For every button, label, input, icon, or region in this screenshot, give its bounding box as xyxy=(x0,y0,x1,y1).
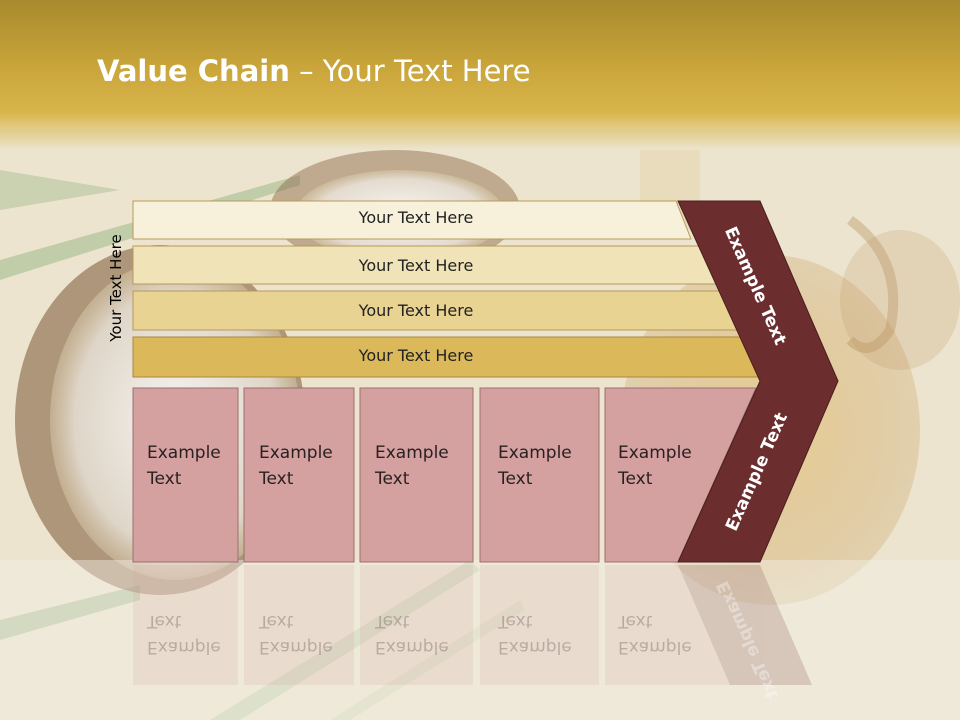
cell-label-3-line1: Example xyxy=(375,443,449,463)
cell-label-1-reflection: Example Text xyxy=(147,608,221,660)
cell-label-4-line2: Text xyxy=(498,469,533,489)
cell-label-1-line1: Example xyxy=(147,443,221,463)
cell-label-5-line1: Example xyxy=(618,443,692,463)
cell-label-2-reflection: Example Text xyxy=(259,608,333,660)
cell-label-5-reflection: Example Text xyxy=(618,608,692,660)
row-bar-1 xyxy=(132,200,692,240)
cell-label-5-line2: Text xyxy=(618,469,653,489)
cell-label-1-reflection-line2: Text xyxy=(147,611,182,631)
cell-2-reflection xyxy=(244,565,354,685)
cell-2 xyxy=(243,387,355,563)
title-band xyxy=(0,0,960,150)
cell-5-reflection xyxy=(605,565,730,685)
cell-4 xyxy=(479,387,600,563)
cell-label-4-reflection: Example Text xyxy=(498,608,572,660)
cell-label-4-reflection-line1: Example xyxy=(498,637,572,657)
cell-label-1-line2: Text xyxy=(147,469,182,489)
cell-label-5-reflection-line1: Example xyxy=(618,637,692,657)
cell-label-3-reflection-line1: Example xyxy=(375,637,449,657)
cell-label-4-line1: Example xyxy=(498,443,572,463)
row-label-4: Your Text Here xyxy=(358,346,474,365)
cell-label-3-reflection-line2: Text xyxy=(375,611,410,631)
row-label-1: Your Text Here xyxy=(358,208,474,227)
cell-label-5-reflection-line2: Text xyxy=(618,611,653,631)
chevron-arrow xyxy=(677,200,839,563)
cell-label-2-reflection-line1: Example xyxy=(259,637,333,657)
slide-title: Value Chain – Your Text Here xyxy=(97,54,531,88)
row-label-3: Your Text Here xyxy=(358,301,474,320)
cell-label-1-reflection-line1: Example xyxy=(147,637,221,657)
cell-label-2-line1: Example xyxy=(259,443,333,463)
cell-label-3-line2: Text xyxy=(375,469,410,489)
cell-1 xyxy=(132,387,239,563)
cell-3-reflection xyxy=(360,565,473,685)
title-bold: Value Chain xyxy=(97,54,290,88)
title-rest: – Your Text Here xyxy=(289,54,531,88)
cell-label-2-reflection-line2: Text xyxy=(259,611,294,631)
row-label-2: Your Text Here xyxy=(358,256,474,275)
cell-3 xyxy=(359,387,474,563)
cell-label-2-line2: Text xyxy=(259,469,294,489)
reflection xyxy=(133,565,812,685)
chevron-reflection xyxy=(678,565,812,685)
cell-label-3-reflection: Example Text xyxy=(375,608,449,660)
cell-1-reflection xyxy=(133,565,238,685)
cell-4-reflection xyxy=(480,565,599,685)
cell-label-4-reflection-line2: Text xyxy=(498,611,533,631)
